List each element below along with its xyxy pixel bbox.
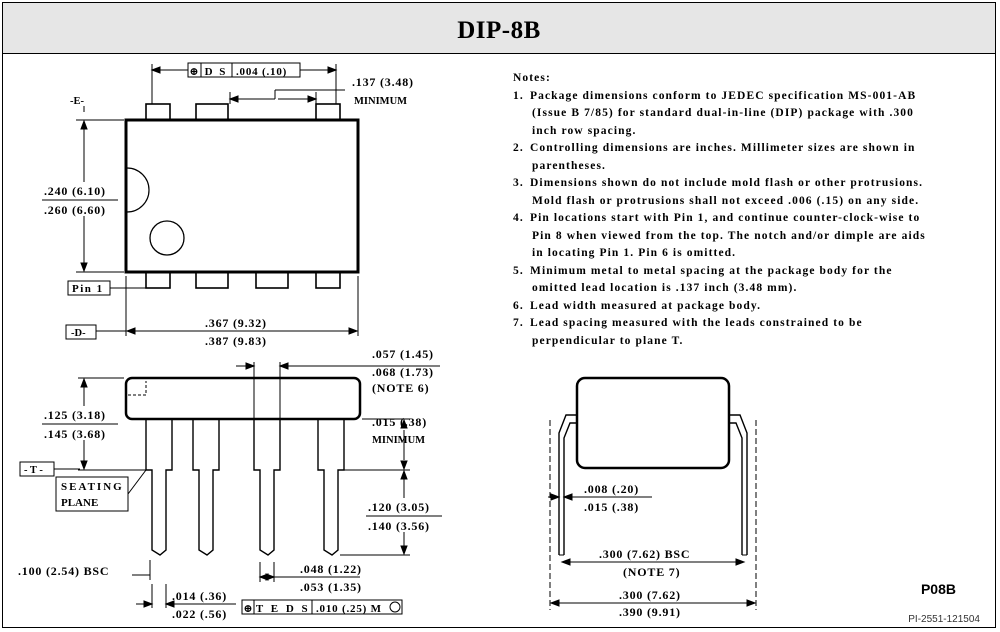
lead-width-min: .014 (.36) [172, 589, 227, 603]
package-code: P08B [920, 581, 956, 597]
seating-plane-line1: SEATING [61, 481, 124, 493]
note-item: 7.Lead spacing measured with the leads c… [513, 317, 863, 347]
lead-width-top-min: .057 (1.45) [372, 347, 434, 361]
standoff-note: MINIMUM [372, 435, 425, 446]
datum-d: -D- [71, 328, 86, 339]
position-symbol-bottom: ⊕ [243, 603, 252, 615]
lead-length-max: .140 (3.56) [368, 519, 430, 533]
side-lead [145, 419, 173, 556]
pitch-value: .100 (2.54) BSC [18, 564, 109, 578]
side-lead [317, 419, 345, 556]
note-item: 2.Controlling dimensions are inches. Mil… [513, 142, 916, 172]
shoulder-width-min: .048 (1.22) [300, 562, 362, 576]
end-view-body [575, 376, 731, 470]
note-item: 5.Minimum metal to metal spacing at the … [513, 264, 893, 295]
min-spacing-value: .137 (3.48) [352, 75, 414, 89]
bottom-pin [255, 271, 289, 289]
tolerance-datums-bottom: T E D S [256, 603, 310, 615]
min-spacing-note: MINIMUM [354, 96, 407, 107]
standoff-value: .015 (.38) [372, 415, 427, 429]
side-view-body [124, 376, 362, 421]
top-view: ⊕ D S .004 (.10) .137 (3.48) MINIMUM -E-… [40, 62, 414, 348]
page-title: DIP-8B [457, 17, 541, 44]
notes-block: Notes: 1.Package dimensions conform to J… [513, 70, 933, 350]
notes-header: Notes: [513, 72, 551, 84]
lead-thickness-max: .015 (.38) [584, 500, 639, 514]
width-max: .260 (6.60) [44, 203, 106, 217]
overall-width-max: .390 (9.91) [619, 605, 681, 619]
pin1-notch [126, 167, 150, 213]
width-min: .240 (6.10) [44, 184, 106, 198]
body-height-min: .125 (3.18) [44, 408, 106, 422]
tolerance-value-bottom: .010 (.25) M [316, 603, 382, 615]
bottom-pin [145, 271, 171, 289]
tolerance-frame-top [187, 62, 301, 78]
seating-plane-line2: PLANE [61, 497, 98, 509]
end-lead-left [558, 414, 578, 555]
position-symbol: ⊕ [189, 66, 198, 78]
length-min: .367 (9.32) [205, 316, 267, 330]
top-pin [145, 103, 171, 121]
tolerance-value: .004 (.10) [236, 66, 287, 78]
row-spacing-note: (NOTE 7) [623, 565, 680, 579]
lead-width-max: .022 (.56) [172, 607, 227, 621]
datum-d-box [65, 324, 97, 340]
top-pin [195, 103, 229, 121]
document-number: PI-2551-121504 [908, 614, 980, 625]
side-lead [192, 419, 220, 556]
side-lead [253, 419, 281, 556]
top-view-body [124, 118, 360, 274]
body-height-max: .145 (3.68) [44, 427, 106, 441]
lead-thickness-min: .008 (.20) [584, 482, 639, 496]
datum-e: -E- [70, 96, 85, 107]
note-item: 6.Lead width measured at package body. [513, 299, 762, 312]
end-view: .008 (.20) .015 (.38) .300 (7.62) BSC (N… [548, 376, 757, 619]
length-max: .387 (9.83) [205, 334, 267, 348]
overall-width-min: .300 (7.62) [619, 588, 681, 602]
shoulder-width-max: .053 (1.35) [300, 580, 362, 594]
lead-width-top-note: (NOTE 6) [372, 381, 429, 395]
note-item: 4.Pin locations start with Pin 1, and co… [513, 212, 926, 259]
end-lead-right [728, 414, 748, 555]
note-item: 3.Dimensions shown do not include mold f… [513, 177, 924, 207]
note-item: 1.Package dimensions conform to JEDEC sp… [513, 89, 917, 137]
top-pin [315, 103, 341, 121]
pin1-label: Pin 1 [72, 283, 104, 295]
tolerance-frame-bottom [241, 599, 403, 615]
lead-width-top-max: .068 (1.73) [372, 365, 434, 379]
tolerance-datums: D S [205, 66, 228, 78]
side-view: .125 (3.18) .145 (3.68) .057 (1.45) .068… [18, 347, 444, 621]
row-spacing-value: .300 (7.62) BSC [599, 547, 690, 561]
pin1-dimple [149, 220, 185, 256]
datum-t: - T - [24, 465, 43, 476]
bottom-pin [195, 271, 229, 289]
lead-length-min: .120 (3.05) [368, 500, 430, 514]
bottom-pin [315, 271, 341, 289]
